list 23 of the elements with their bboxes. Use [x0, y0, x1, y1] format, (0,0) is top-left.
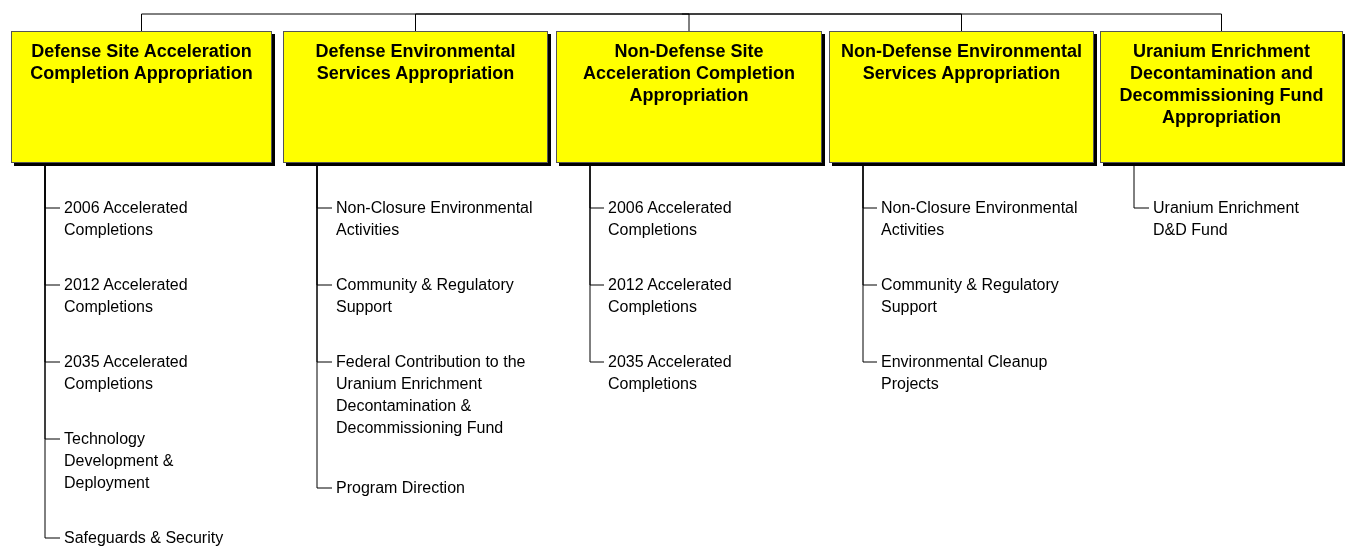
program-item: Environmental Cleanup Projects: [881, 351, 1081, 395]
program-item: Community & Regulatory Support: [881, 274, 1091, 318]
program-item: Technology Development & Deployment: [64, 428, 214, 494]
appropriation-box: Defense Environmental Services Appropriation: [283, 31, 548, 163]
appropriation-box: Defense Site Acceleration Completion Appropriation: [11, 31, 272, 163]
program-item: Program Direction: [336, 477, 546, 499]
connector-line: [681, 13, 1222, 32]
program-item: Safeguards & Security: [64, 527, 234, 547]
appropriation-box: Non-Defense Environmental Services Appropriation: [829, 31, 1094, 163]
program-item: 2012 Accelerated Completions: [608, 274, 758, 318]
appropriation-box: Uranium Enrichment Decontamination and Decommissioning Fund Appropriation: [1100, 31, 1343, 163]
connector-line: [415, 13, 682, 32]
program-item: 2006 Accelerated Completions: [608, 197, 758, 241]
program-item: Federal Contribution to the Uranium Enrichment Decontamination & Decommissioning Fund: [336, 351, 551, 439]
program-item: Non-Closure Environmental Activities: [336, 197, 546, 241]
program-item: Uranium Enrichment D&D Fund: [1153, 197, 1333, 241]
program-item: 2012 Accelerated Completions: [64, 274, 214, 318]
program-item: Community & Regulatory Support: [336, 274, 546, 318]
program-item: Non-Closure Environmental Activities: [881, 197, 1091, 241]
appropriation-box: Non-Defense Site Acceleration Completion Appropriation: [556, 31, 822, 163]
program-item: 2035 Accelerated Completions: [608, 351, 758, 395]
program-item: 2006 Accelerated Completions: [64, 197, 214, 241]
program-item: 2035 Accelerated Completions: [64, 351, 214, 395]
